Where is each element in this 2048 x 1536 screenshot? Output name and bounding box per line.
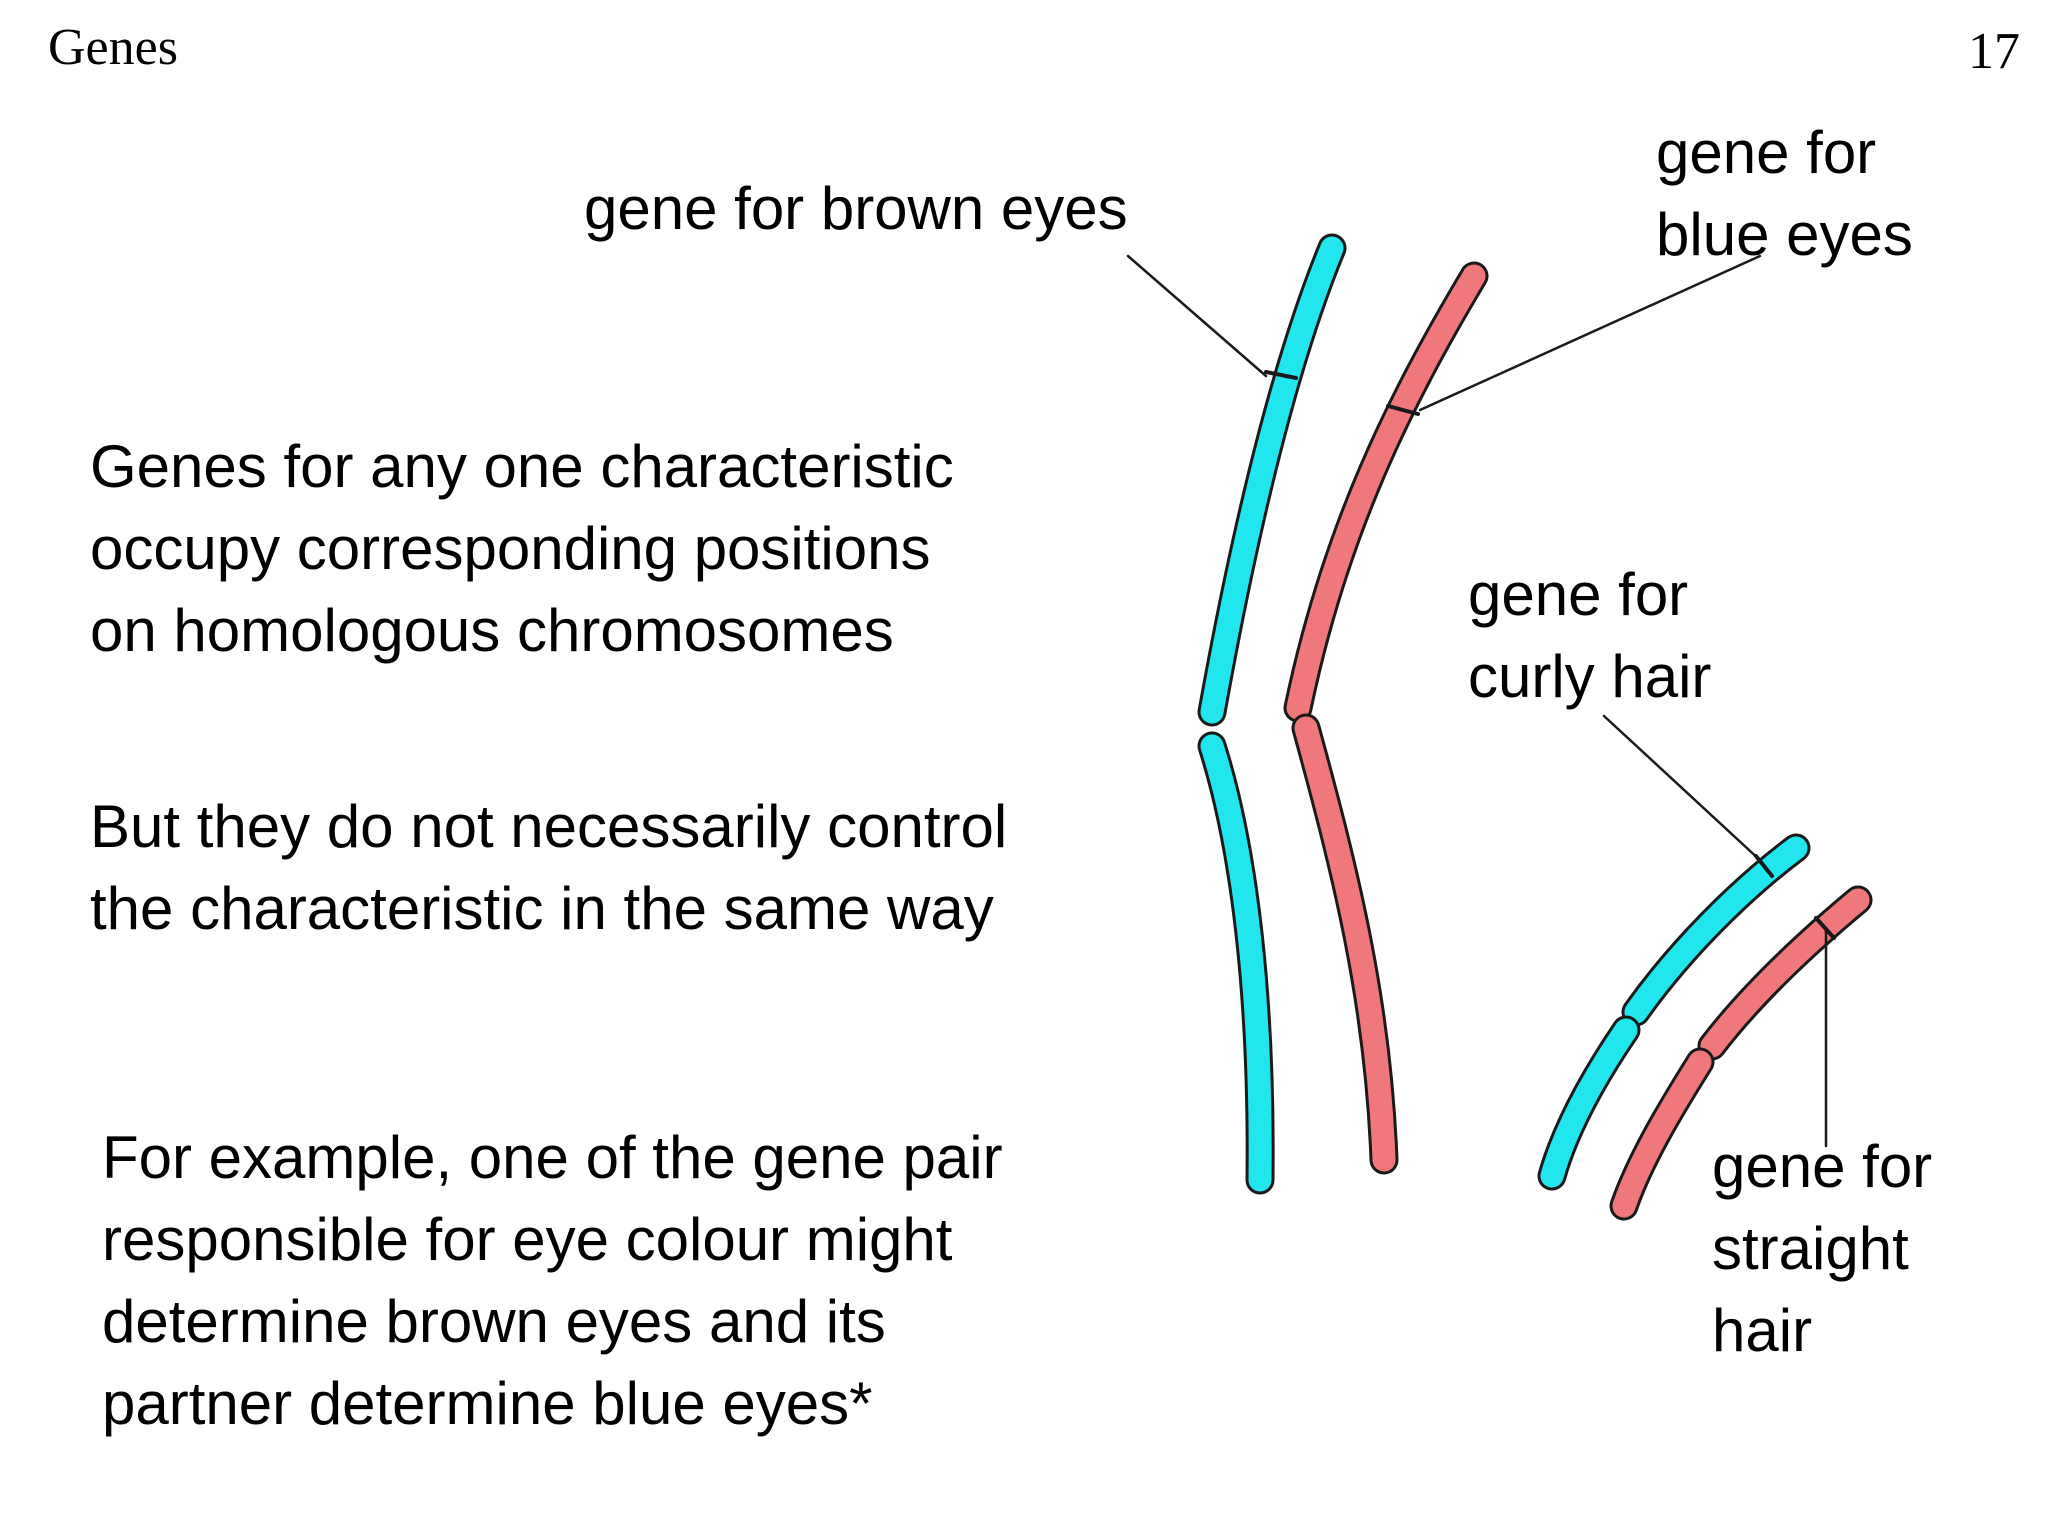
paragraph-homologous-positions: Genes for any one characteristic occupy …: [90, 433, 954, 664]
page-number: 17: [1968, 23, 2020, 80]
leader-line-blue-eyes: [1418, 254, 1762, 412]
leader-line-brown-eyes: [1126, 254, 1268, 378]
chromosome-large-red: [1283, 261, 1489, 1175]
header-title: Genes: [48, 19, 178, 76]
label-gene-straight-hair: gene for straight hair: [1712, 1133, 1933, 1364]
chromosome-large-cyan: [1197, 233, 1347, 1195]
leader-line-curly-hair: [1602, 714, 1764, 864]
label-gene-blue-eyes: gene for blue eyes: [1656, 119, 1913, 268]
chromosome-small-red: [1609, 885, 1873, 1221]
paragraph-control: But they do not necessarily control the …: [90, 793, 1008, 942]
label-gene-brown-eyes: gene for brown eyes: [584, 175, 1128, 242]
label-gene-curly-hair: gene for curly hair: [1468, 561, 1712, 710]
chromosome-small-cyan: [1537, 833, 1811, 1191]
paragraph-example: For example, one of the gene pair respon…: [102, 1124, 1003, 1437]
